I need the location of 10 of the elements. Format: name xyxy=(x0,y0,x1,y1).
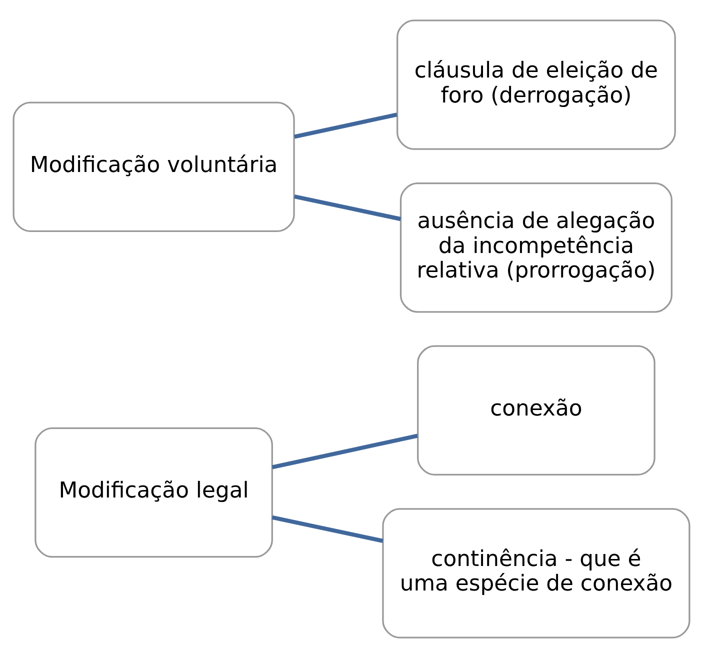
node-box: Modificação voluntária xyxy=(12,102,295,232)
node-box: Modificação legal xyxy=(34,427,273,558)
connector xyxy=(294,194,402,222)
node-box: conexão xyxy=(417,345,656,476)
connector xyxy=(272,434,418,470)
node-box: continência - que é uma espécie de conexão xyxy=(382,508,690,638)
node-box: cláusula de eleição de foro (derrogação) xyxy=(396,20,676,150)
connector xyxy=(294,112,398,139)
node-box: ausência de alegação da incompetência relativa (prorrogação) xyxy=(400,182,672,313)
connector xyxy=(272,515,384,543)
